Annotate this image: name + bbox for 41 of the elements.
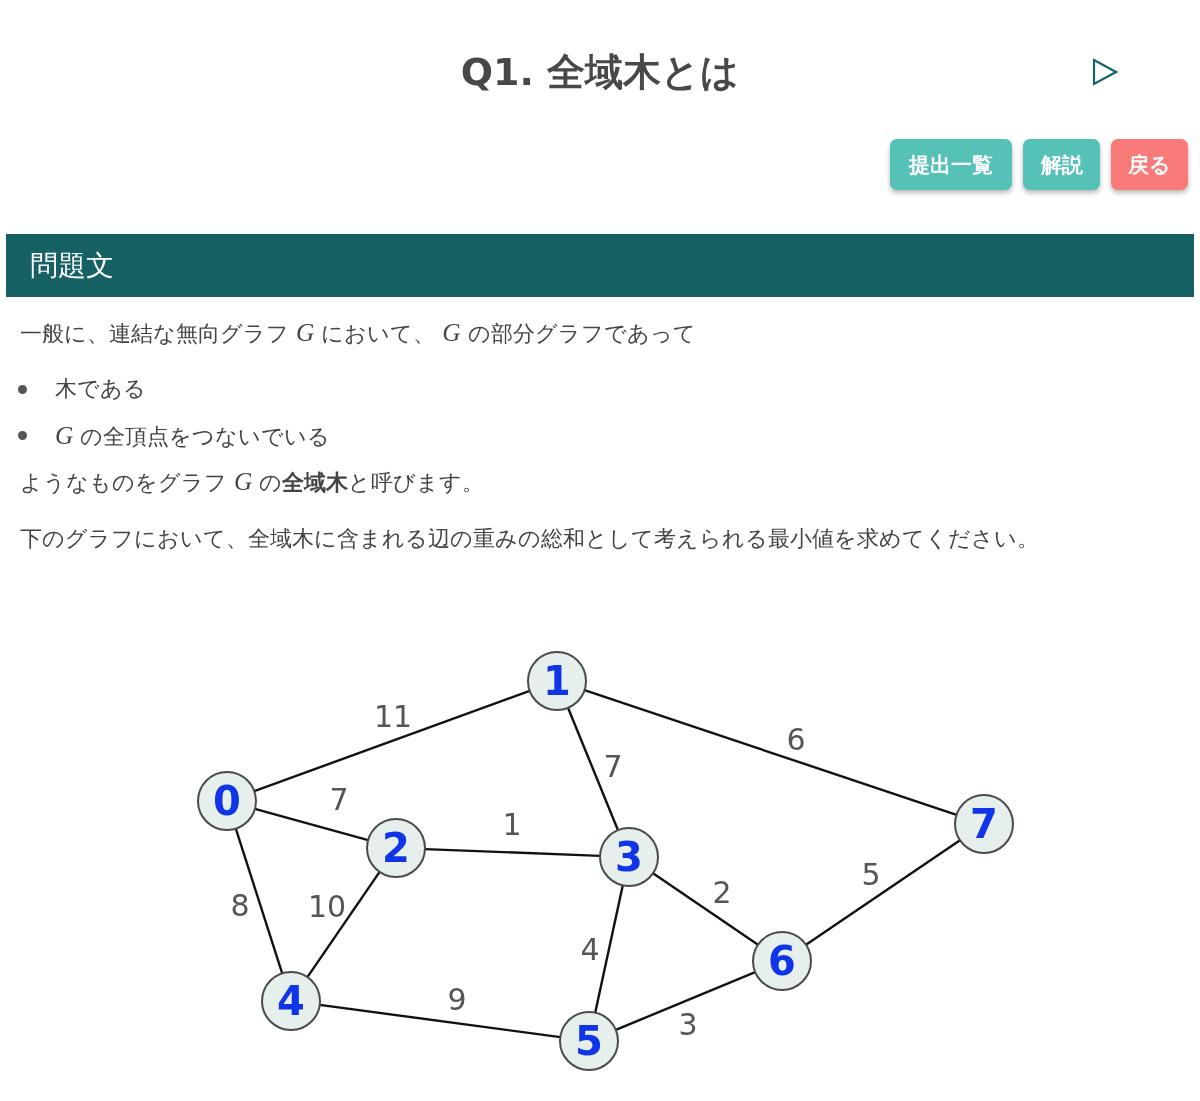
vertex-circle: 4: [261, 971, 321, 1031]
edge-line: [566, 707, 620, 831]
edge-label: 8: [230, 889, 250, 923]
vertex-circle: 7: [954, 794, 1014, 854]
edge-label: 9: [447, 983, 467, 1017]
vertex-circle: 3: [599, 827, 659, 887]
vertex-circle: 1: [527, 651, 587, 711]
vertex-circle: 0: [197, 771, 257, 831]
nav-button: 解説: [1023, 139, 1100, 190]
edge-label: 7: [603, 750, 623, 784]
edge-label: 4: [580, 933, 600, 967]
section-header: 問題文: [6, 234, 1194, 297]
edge-label: 7: [329, 783, 349, 817]
vertex-circle: 5: [559, 1011, 619, 1071]
edge-line: [805, 839, 961, 946]
nav-button: 戻る: [1111, 139, 1188, 190]
edge-line: [253, 689, 531, 793]
paragraph-text: 下のグラフにおいて、全域木に含まれる辺の重みの総和として考えられる最小値を求めてください。: [20, 525, 1039, 553]
edge-line: [652, 872, 759, 946]
vertex-circle: 6: [752, 931, 812, 991]
list-item-text: 木である: [55, 375, 146, 403]
edge-line: [306, 871, 381, 978]
list-item-text: G の全頂点をつないでいる: [55, 420, 331, 451]
edge-label: 5: [861, 858, 881, 892]
edge-label: 3: [678, 1008, 698, 1042]
edge-line: [319, 1003, 561, 1039]
vertex-circle: 2: [366, 818, 426, 878]
edge-label: 10: [307, 890, 347, 924]
edge-label: 1: [502, 808, 522, 842]
edge-line: [234, 828, 284, 974]
page-title: Q1. 全域木とは: [460, 49, 740, 96]
edge-label: 2: [712, 876, 732, 910]
edge-line: [584, 689, 957, 816]
edge-line: [615, 971, 756, 1031]
edge-line: [594, 885, 624, 1013]
edge-label: 6: [786, 723, 806, 757]
paragraph-text: ようなものをグラフ G の全域木と呼びます。: [20, 466, 485, 497]
nav-button: 提出一覧: [890, 139, 1012, 190]
edge-line: [254, 807, 369, 842]
edge-label: 11: [373, 700, 413, 734]
paragraph-text: 一般に、連結な無向グラフ G において、 G の部分グラフであって: [20, 317, 696, 348]
